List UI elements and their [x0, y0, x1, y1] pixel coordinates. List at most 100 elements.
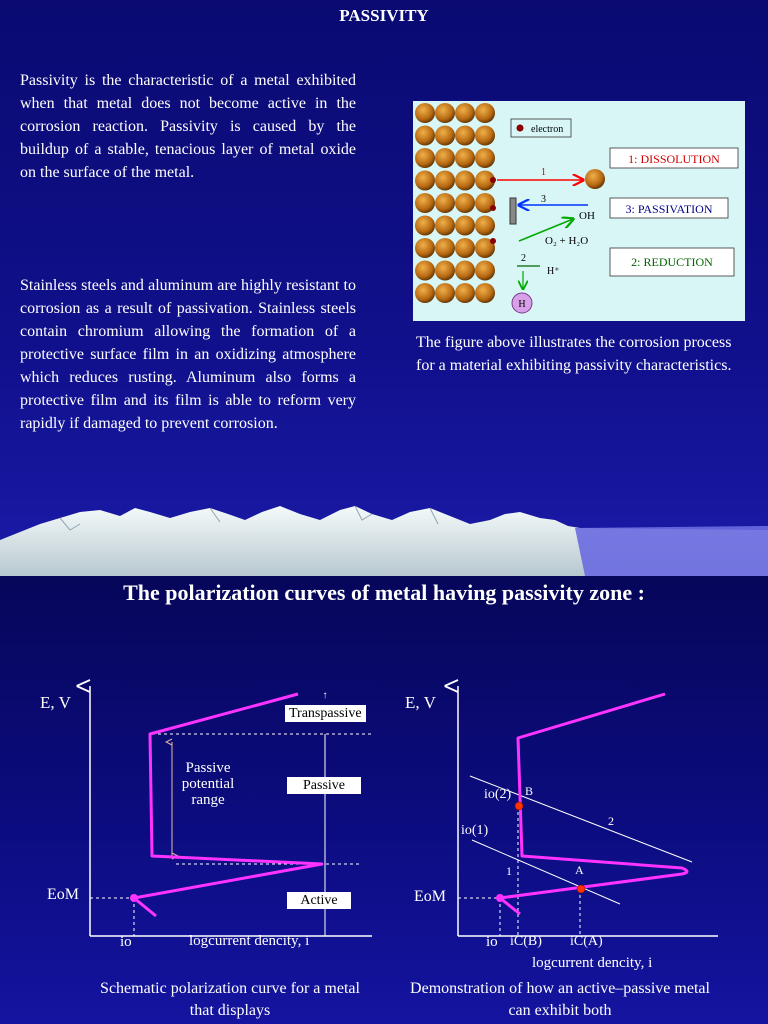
metal-atom	[455, 148, 475, 168]
metal-atom	[455, 283, 475, 303]
metal-atom	[415, 283, 435, 303]
metal-atom	[455, 125, 475, 146]
right-y-axis-label: E, V	[405, 693, 436, 712]
electron-legend-box	[510, 118, 572, 138]
metal-atom	[415, 125, 435, 146]
metal-atom	[435, 260, 455, 281]
right-corrosion-point	[496, 894, 504, 902]
metal-atom	[455, 170, 475, 191]
right-x-axis-label: logcurrent dencity, i	[532, 955, 653, 971]
electron-dot-3	[490, 238, 496, 244]
metal-atom	[475, 170, 495, 191]
paragraph-stainless-aluminum: Stainless steels and aluminum are highly…	[20, 277, 356, 432]
metal-atom	[415, 103, 435, 123]
right-plot-caption: Demonstration of how an active–passive m…	[410, 980, 710, 1019]
metal-atom	[415, 148, 435, 168]
metal-atom	[475, 215, 495, 236]
metal-atom	[435, 283, 455, 303]
passive-range-label: Passive potential range	[181, 760, 235, 808]
hydrogen-label: H	[518, 299, 525, 310]
arrow-label-1: 1	[541, 167, 546, 178]
left-top-marker: ↑	[323, 690, 328, 701]
metal-atom	[475, 283, 495, 303]
corrosion-figure: electron 1: DISSOLUTION 3: PASSIVATION 2…	[413, 101, 745, 321]
metal-atom	[435, 125, 455, 146]
right-eom-label: EoM	[414, 888, 446, 905]
metal-atom	[455, 215, 475, 236]
metal-atom	[435, 215, 455, 236]
reduction-arrow	[518, 219, 573, 242]
metal-atom	[415, 238, 435, 258]
io2-label: io(2)	[484, 787, 512, 802]
point-b-label: B	[525, 784, 534, 798]
right-ica-label: iC(A)	[570, 934, 603, 949]
passivation-label: 3: PASSIVATION	[625, 202, 712, 216]
zone-transpassive: Transpassive	[285, 705, 366, 722]
right-polarization-curve	[498, 692, 689, 916]
metal-atom	[435, 148, 455, 168]
hplus-label: H⁺	[547, 266, 560, 277]
reduction-box	[609, 247, 735, 277]
left-eom-label: EoM	[47, 886, 79, 903]
dissolution-box	[609, 147, 739, 169]
metal-atom	[455, 260, 475, 281]
metal-atom	[435, 103, 455, 123]
dissolved-ion	[585, 169, 605, 189]
zone-passive: Passive	[287, 777, 361, 794]
metal-atom	[415, 170, 435, 191]
slide-title: PASSIVITY	[339, 6, 429, 25]
right-io-label: io	[486, 934, 498, 950]
reaction-label: O₂ + H₂O	[545, 235, 588, 247]
oh-label: OH	[579, 210, 595, 222]
mountain-decoration	[0, 505, 768, 576]
reduction-label: 2: REDUCTION	[631, 255, 713, 269]
electron-dot-1	[490, 177, 496, 183]
corrosion-figure-svg: electron 1: DISSOLUTION 3: PASSIVATION 2…	[415, 103, 739, 314]
metal-atom	[435, 170, 455, 191]
passivation-box	[609, 197, 729, 219]
metal-atom	[455, 193, 475, 213]
slide-title-2: The polarization curves of metal having …	[123, 580, 645, 605]
hydrogen-atom	[511, 292, 533, 314]
zone-active: Active	[287, 892, 351, 909]
metal-atom	[415, 215, 435, 236]
right-icb-label: iC(B)	[510, 934, 542, 949]
electron-dot-icon	[516, 124, 524, 132]
metal-atom	[435, 238, 455, 258]
metal-atom	[415, 260, 435, 281]
figure-caption: The figure above illustrates the corrosi…	[416, 334, 732, 374]
left-polarization-curve	[132, 692, 324, 918]
left-x-axis-label: logcurrent dencity, i	[189, 933, 310, 949]
metal-atom	[415, 193, 435, 213]
intersection-point-a	[576, 884, 586, 894]
polarization-plots: ↑	[0, 576, 718, 937]
slide-polarization-curves: The polarization curves of metal having …	[0, 576, 768, 1024]
metal-atom	[475, 260, 495, 281]
metal-atom	[475, 125, 495, 146]
point-a-label: A	[575, 863, 584, 877]
electron-legend-label: electron	[531, 124, 563, 135]
arrow-label-3: 3	[541, 194, 546, 205]
right-polarization-plot	[458, 686, 718, 937]
left-y-axis-label: E, V	[40, 693, 71, 712]
left-io-label: io	[120, 934, 132, 950]
io1-label: io(1)	[461, 823, 489, 838]
metal-lattice	[415, 103, 495, 303]
cathodic-line-2	[469, 775, 693, 863]
left-plot-caption: Schematic polarization curve for a metal…	[100, 980, 360, 1019]
slide-passivity: PASSIVITY Passivity is the characteristi…	[0, 0, 768, 576]
metal-atom	[475, 238, 495, 258]
metal-atom	[435, 193, 455, 213]
line-2-label: 2	[608, 814, 614, 828]
line-1-label: 1	[506, 864, 512, 878]
cathodic-line-1	[471, 839, 621, 905]
arrow-label-2: 2	[521, 253, 526, 264]
dissolution-label: 1: DISSOLUTION	[628, 152, 720, 166]
metal-atom	[475, 103, 495, 123]
metal-atom	[455, 238, 475, 258]
paragraph-passivity-definition: Passivity is the characteristic of a met…	[20, 72, 356, 181]
metal-atom	[475, 148, 495, 168]
metal-atom	[455, 103, 475, 123]
electron-dot-2	[490, 205, 496, 211]
oxide-film	[509, 197, 517, 225]
